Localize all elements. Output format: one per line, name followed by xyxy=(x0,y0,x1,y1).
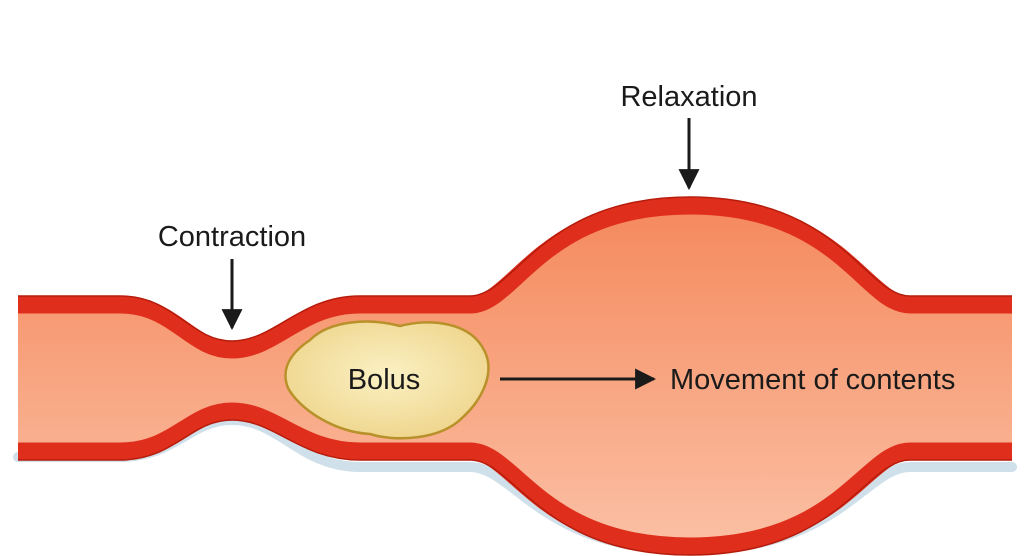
contraction-label: Contraction xyxy=(158,221,306,253)
tube-wall-bottom xyxy=(18,402,1012,555)
bolus-shape xyxy=(284,320,490,440)
tube-wall-top xyxy=(18,197,1012,359)
tube-wall-top-outline xyxy=(18,196,1012,342)
tube-wall-bottom-outline xyxy=(18,419,1012,556)
bolus-label: Bolus xyxy=(348,364,421,396)
relaxation-label: Relaxation xyxy=(620,81,757,113)
movement-label: Movement of contents xyxy=(670,364,955,396)
tube-lumen xyxy=(18,213,1012,540)
